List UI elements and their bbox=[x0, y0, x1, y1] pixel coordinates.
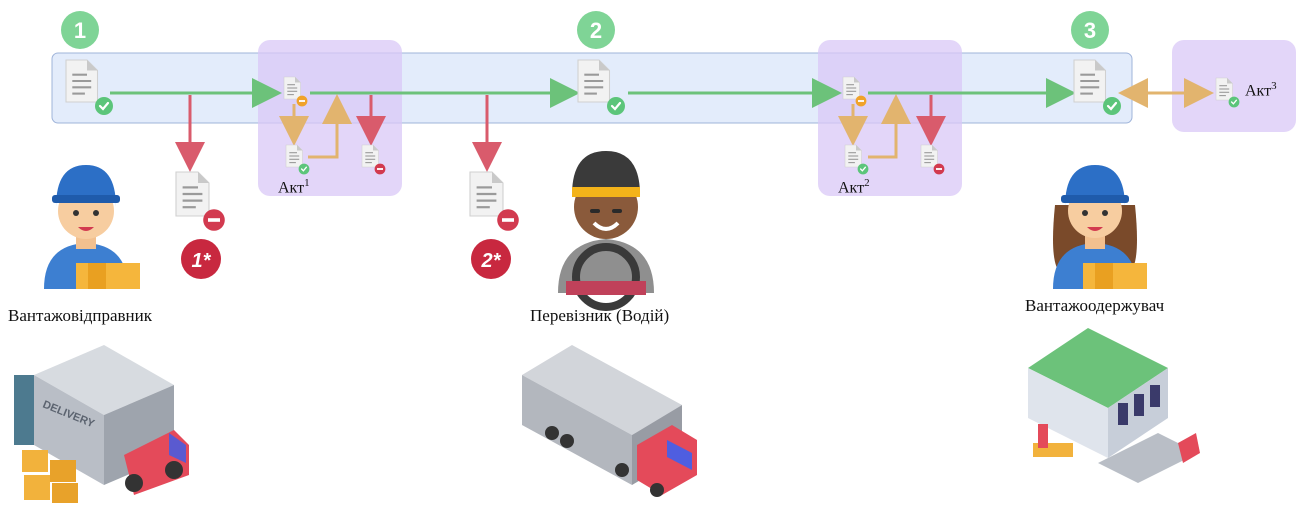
delivery-truck-icon: DELIVERY bbox=[14, 345, 189, 503]
role-label-carrier: Перевізник (Водій) bbox=[530, 306, 670, 325]
role-label-shipper: Вантажовідправник bbox=[8, 306, 153, 325]
svg-text:3: 3 bbox=[1084, 18, 1096, 43]
driver-icon bbox=[558, 151, 654, 311]
step-badge-1: 1 bbox=[61, 11, 99, 49]
svg-text:1*: 1* bbox=[192, 250, 212, 272]
step-badge-2: 2 bbox=[577, 11, 615, 49]
container-truck-icon bbox=[522, 345, 697, 497]
worker-woman-icon bbox=[1053, 165, 1147, 289]
act-label-3: Акт3 bbox=[1245, 80, 1277, 100]
svg-text:2*: 2* bbox=[481, 250, 502, 272]
svg-text:2: 2 bbox=[590, 18, 602, 43]
document-rejected-icon bbox=[468, 170, 519, 231]
act-box-3 bbox=[1172, 40, 1296, 132]
step-badge-3: 3 bbox=[1071, 11, 1109, 49]
warehouse-icon bbox=[1028, 328, 1200, 483]
act-loop-arrow bbox=[868, 94, 911, 159]
reject-badge-1: 1* bbox=[181, 239, 221, 279]
reject-badge-2: 2* bbox=[471, 239, 511, 279]
worker-man-icon bbox=[44, 165, 140, 289]
document-rejected-icon bbox=[174, 170, 225, 231]
svg-text:1: 1 bbox=[74, 18, 86, 43]
act-label-2: Акт2 bbox=[838, 177, 870, 197]
role-label-consignee: Вантажоодержувач bbox=[1025, 296, 1165, 315]
act-label-1: Акт1 bbox=[278, 177, 310, 197]
act-loop-arrow bbox=[308, 94, 352, 159]
